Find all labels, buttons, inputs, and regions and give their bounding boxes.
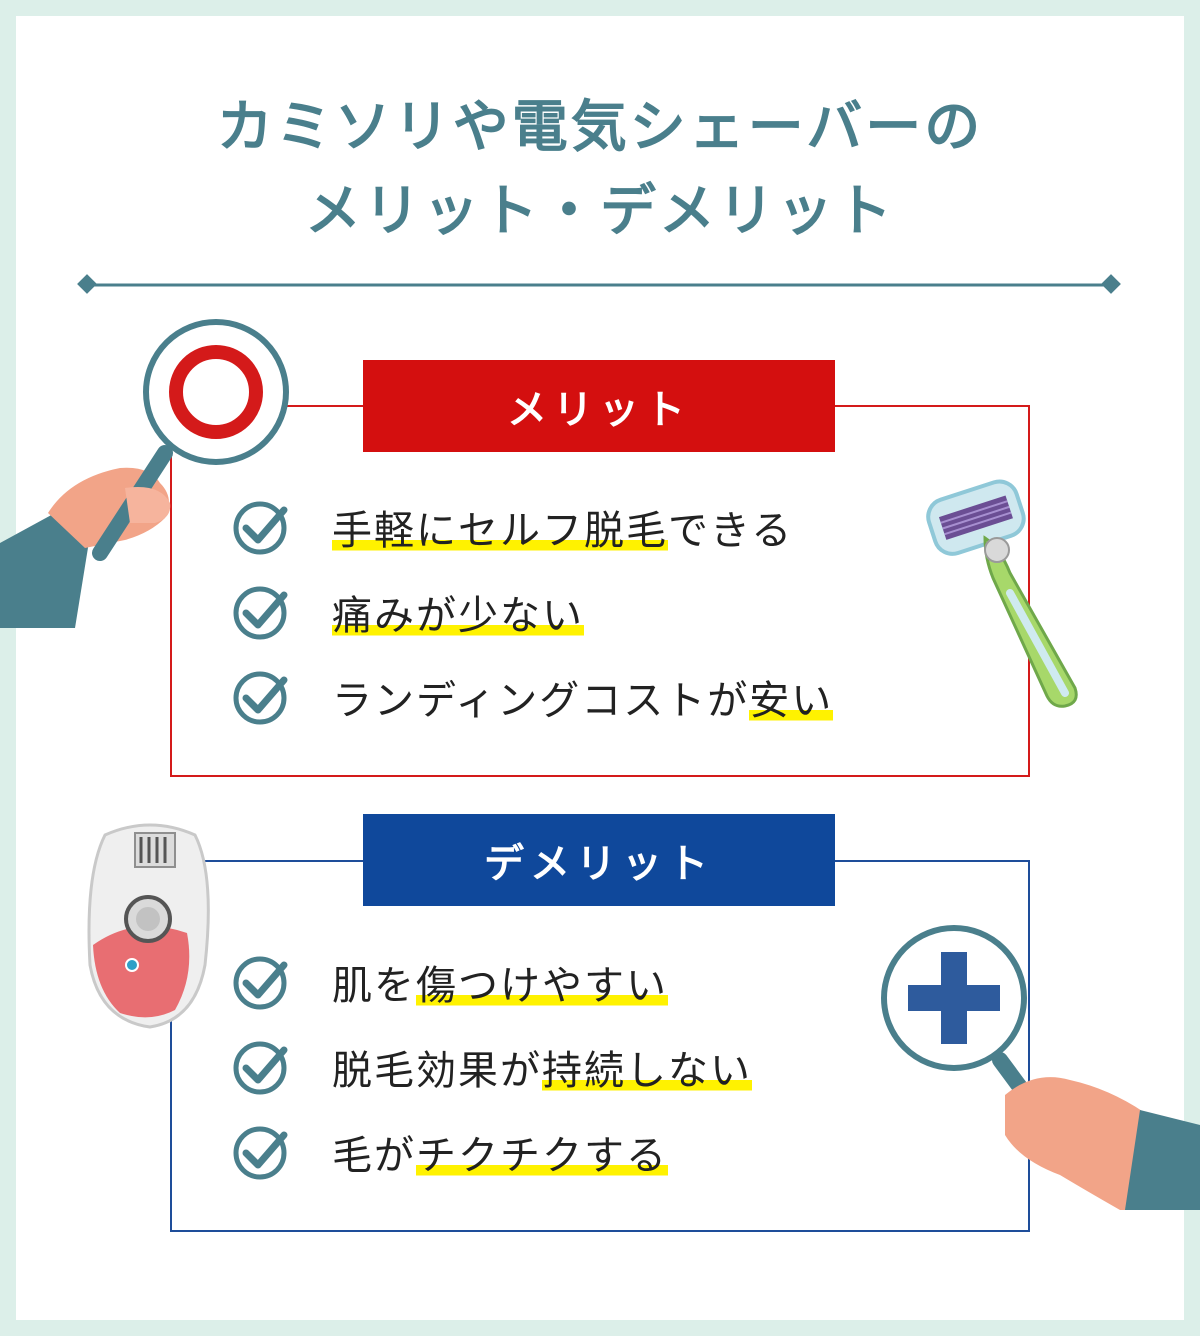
check-circle-icon [233, 501, 288, 555]
circle-mark-icon [169, 345, 263, 439]
content-card [16, 16, 1184, 1320]
check-circle-icon [233, 671, 288, 725]
list-item: 痛みが少ない [232, 582, 584, 642]
list-item: 脱毛効果が持続しない [232, 1037, 752, 1097]
demerit-banner: デメリット [363, 814, 835, 906]
merit-banner: メリット [363, 360, 835, 452]
list-item-text: ランディングコストが安い [332, 678, 834, 724]
check-circle-icon [233, 956, 288, 1010]
epilator-icon [87, 823, 210, 1029]
page-title-line1: カミソリや電気シェーバーの [216, 95, 984, 160]
page-title-line2: メリット・デメリット [305, 179, 895, 244]
list-item: 手軽にセルフ脱毛できる [232, 497, 793, 557]
magnifier-plus-icon [881, 925, 1200, 1210]
list-item: 肌を傷つけやすい [232, 952, 668, 1012]
check-circle-icon [233, 1041, 288, 1095]
magnifier-circle-icon [0, 319, 289, 628]
razor-icon [926, 479, 1078, 708]
check-circle-icon [233, 1126, 288, 1180]
list-item: ランディングコストが安い [232, 667, 834, 727]
check-circle-icon [233, 586, 288, 640]
list-item-text: 脱毛効果が持続しない [332, 1048, 752, 1094]
title-divider [77, 274, 1121, 294]
list-item: 毛がチクチクする [232, 1122, 668, 1182]
list-item-text: 手軽にセルフ脱毛できる [332, 508, 794, 554]
list-item-text: 痛みが少ない [332, 593, 584, 639]
list-item-text: 肌を傷つけやすい [332, 963, 668, 1009]
list-item-text: 毛がチクチクする [332, 1133, 668, 1179]
